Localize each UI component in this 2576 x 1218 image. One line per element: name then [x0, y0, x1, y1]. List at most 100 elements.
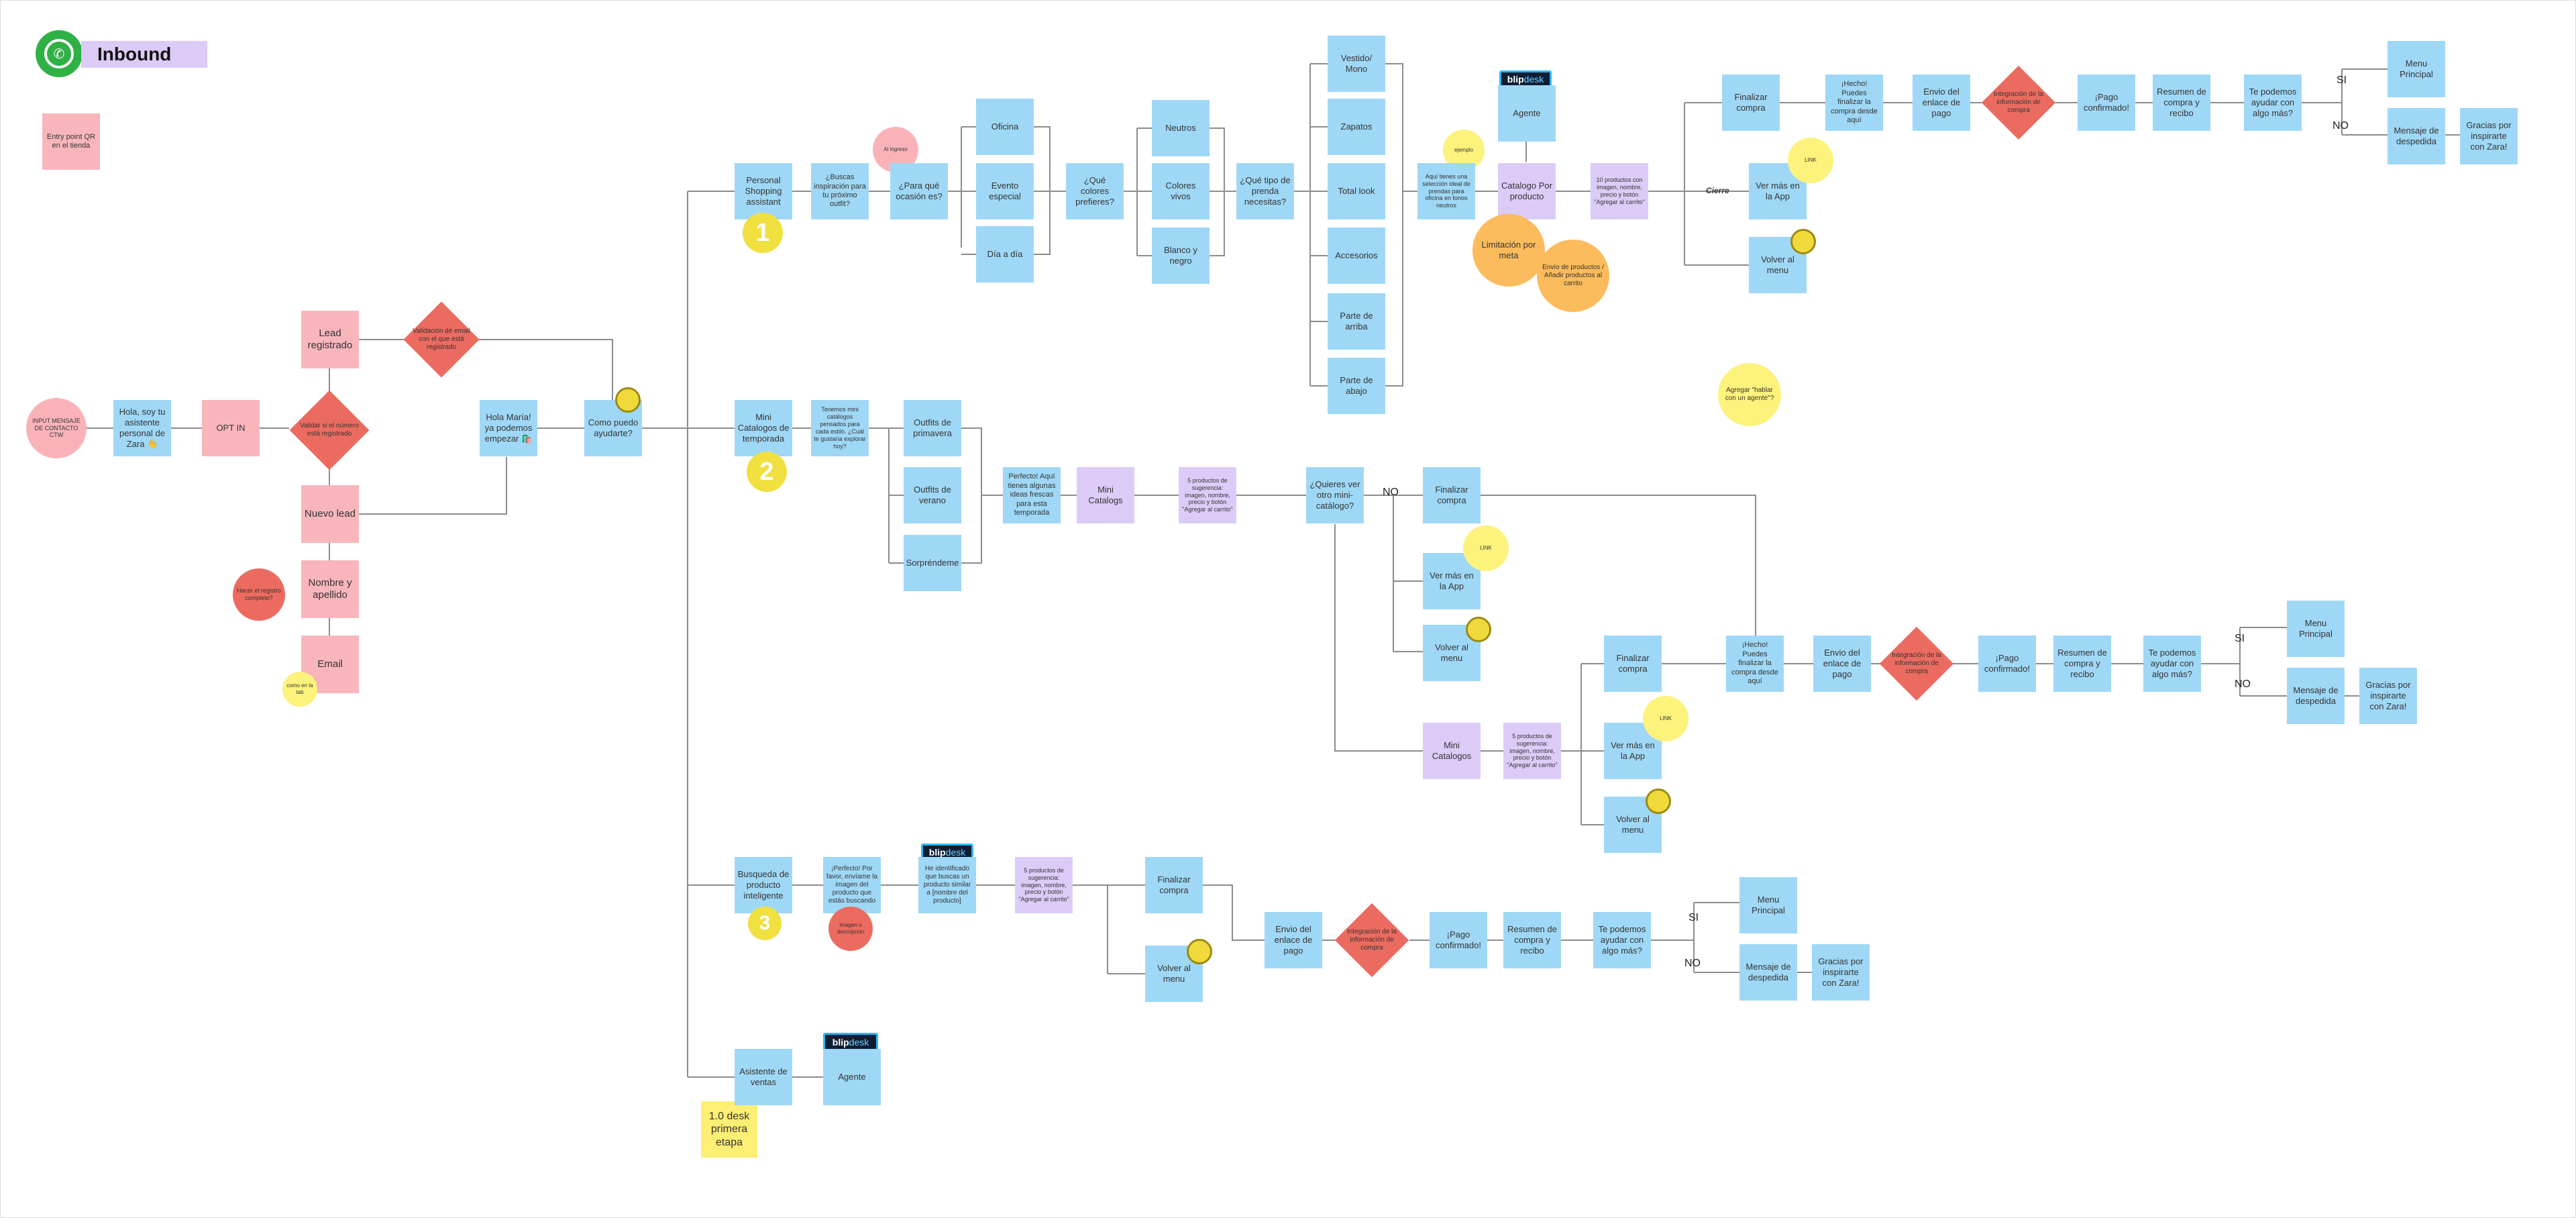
parte-abajo-option[interactable]: Parte de abajo — [1328, 358, 1385, 414]
mini-catalogos-temporada-step: Mini Catalogos de temporada — [735, 400, 792, 456]
productos-sugerencia-step: 5 productos de sugerencia: imagen, nombr… — [1015, 857, 1073, 913]
accesorios-option[interactable]: Accesorios — [1328, 227, 1385, 284]
agente-step: Agente — [823, 1049, 881, 1105]
zapatos-option[interactable]: Zapatos — [1328, 99, 1385, 155]
parte-arriba-option[interactable]: Parte de arriba — [1328, 293, 1385, 350]
evento-especial-option[interactable]: Evento especial — [976, 163, 1034, 219]
mensaje-despedida-step: Mensaje de despedida — [2387, 108, 2445, 164]
perfecto-aqui-step: Perfecto! Aquí tienes algunas ideas fres… — [1003, 467, 1061, 523]
te-podemos-ayudar-step: Te podemos ayudar con algo más? — [2143, 636, 2201, 692]
colores-vivos-option[interactable]: Colores vivos — [1152, 163, 1210, 219]
finalizar-compra-step[interactable]: Finalizar compra — [1423, 467, 1481, 523]
resumen-compra-step: Resumen de compra y recibo — [1503, 912, 1561, 968]
busqueda-inteligente-step: Busqueda de producto inteligente — [735, 857, 792, 913]
dia-a-dia-option[interactable]: Día a día — [976, 226, 1034, 283]
status-badge — [1646, 789, 1671, 814]
mensaje-despedida-step: Mensaje de despedida — [2287, 668, 2345, 724]
status-badge — [615, 387, 641, 413]
gracias-zara-step: Gracias por inspirarte con Zara! — [1812, 944, 1870, 1001]
desk-stage-note: 1.0 desk primera etapa — [701, 1101, 757, 1158]
menu-principal-step[interactable]: Menu Principal — [2287, 601, 2345, 657]
si-label: SI — [1688, 912, 1699, 923]
no-label: NO — [1684, 958, 1701, 969]
he-identificado-step: He identificado que buscas un producto s… — [918, 857, 976, 913]
no-label: NO — [2332, 120, 2349, 132]
te-podemos-ayudar-step: Te podemos ayudar con algo más? — [1593, 912, 1651, 968]
si-label: SI — [2337, 74, 2347, 86]
menu-principal-step[interactable]: Menu Principal — [1739, 877, 1797, 933]
mini-catalogs-step: Mini Catalogs — [1077, 467, 1134, 523]
hola-asistente-step: Hola, soy tu asistente personal de Zara … — [113, 400, 171, 456]
validacion-email-decision: Validación de email con el que está regi… — [403, 301, 480, 378]
mensaje-despedida-step: Mensaje de despedida — [1739, 944, 1797, 1001]
oficina-option[interactable]: Oficina — [976, 99, 1034, 155]
tenemos-mini-step: Tenemos mini catálogos pensados para cad… — [811, 400, 869, 456]
outfits-primavera-option[interactable]: Outfits de primavera — [904, 400, 961, 456]
link-note: LINK — [1788, 138, 1833, 183]
blanco-negro-option[interactable]: Blanco y negro — [1152, 227, 1210, 284]
pago-confirmado-step: ¡Pago confirmado! — [1430, 912, 1487, 968]
para-que-ocasion-step: ¿Para qué ocasión es? — [890, 163, 948, 219]
input-message-node: INPUT MENSAJE DE CONTACTO CTW — [26, 398, 87, 458]
si-label: SI — [2235, 633, 2245, 644]
page-title: Inbound — [81, 41, 207, 68]
no-label: NO — [2235, 678, 2251, 690]
status-badge — [1466, 617, 1491, 642]
vestido-mono-option[interactable]: Vestido/ Mono — [1328, 36, 1385, 92]
gracias-zara-step: Gracias por inspirarte con Zara! — [2460, 108, 2518, 164]
perfecto-favor-step: ¡Perfecto! Por favor, envíame la imagen … — [823, 857, 881, 913]
como-en-la-tab-note: como en la tab — [282, 672, 317, 707]
catalogo-producto-step: Catalogo Por producto — [1498, 163, 1556, 219]
link-note: LINK — [1463, 525, 1509, 571]
menu-principal-step[interactable]: Menu Principal — [2387, 41, 2445, 97]
te-podemos-ayudar-step: Te podemos ayudar con algo más? — [2244, 74, 2302, 131]
lead-registrado-step: Lead registrado — [301, 311, 359, 368]
branch-number-three: 3 — [748, 907, 782, 940]
productos-imagen-step: 10 productos con imagen, nombre, precio … — [1591, 163, 1648, 219]
branch-number-one: 1 — [743, 213, 783, 253]
status-badge — [1187, 939, 1212, 964]
buscas-inspiracion-step: ¿Buscas inspiración para tu próximo outf… — [811, 163, 869, 219]
finalizar-compra-step[interactable]: Finalizar compra — [1722, 74, 1780, 131]
personal-shopping-step: Personal Shopping assistant — [735, 163, 792, 219]
whatsapp-icon: ✆ — [36, 30, 83, 77]
integracion-decision: Integración de la información de compra — [1981, 65, 2056, 140]
pago-confirmado-step: ¡Pago confirmado! — [1978, 636, 2036, 692]
limitacion-meta-note: Limitación por meta — [1472, 214, 1545, 287]
integracion-decision: Integración de la información de compra — [1334, 903, 1409, 978]
agente-step: Agente — [1498, 85, 1556, 142]
gracias-zara-step: Gracias por inspirarte con Zara! — [2359, 668, 2417, 724]
outfits-verano-option[interactable]: Outfits de verano — [904, 467, 961, 523]
integracion-decision: Integración de la información de compra — [1879, 626, 1954, 701]
hablar-agente-note: Agregar "hablar con un agente"? — [1718, 363, 1781, 426]
envio-enlace-step: Envio del enlace de pago — [1913, 74, 1970, 131]
branch-number-two: 2 — [747, 452, 787, 492]
neutros-option[interactable]: Neutros — [1152, 100, 1210, 156]
productos-sugerencia-step: 5 productos de sugerencia: imagen, nombr… — [1179, 467, 1236, 523]
sorprendeme-option[interactable]: Sorpréndeme — [904, 535, 961, 591]
hecho-finalizar-step: ¡Hecho! Puedes finalizar la compra desde… — [1726, 636, 1784, 692]
entry-point-note: Entry point QR en el tienda — [42, 113, 100, 170]
hecho-finalizar-step: ¡Hecho! Puedes finalizar la compra desde… — [1825, 74, 1883, 131]
resumen-compra-step: Resumen de compra y recibo — [2053, 636, 2111, 692]
total-look-option[interactable]: Total look — [1328, 163, 1385, 219]
resumen-compra-step: Resumen de compra y recibo — [2153, 74, 2210, 131]
nuevo-lead-step: Nuevo lead — [301, 485, 359, 543]
finalizar-compra-step[interactable]: Finalizar compra — [1604, 636, 1662, 692]
asistente-ventas-step: Asistente de ventas — [735, 1049, 792, 1105]
validar-numero-decision: Validar si el número está registrado — [289, 390, 370, 470]
que-tipo-prenda-step: ¿Qué tipo de prenda necesitas? — [1236, 163, 1294, 219]
finalizar-compra-step[interactable]: Finalizar compra — [1145, 857, 1203, 913]
imagen-descripcion-note: Imagen o descripción — [828, 907, 873, 951]
productos-sugerencia-step: 5 productos de sugerencia: imagen, nombr… — [1503, 723, 1561, 779]
opt-in-step: OPT IN — [202, 400, 260, 456]
hola-maria-step: Hola María! ya podemos empezar 🛍️ — [480, 400, 537, 456]
que-colores-step: ¿Qué colores prefieres? — [1066, 163, 1124, 219]
mini-catalogos-step: Mini Catalogos — [1423, 723, 1481, 779]
registro-completo-note: Hacer el registro completo? — [233, 568, 285, 621]
link-note: LINK — [1643, 696, 1688, 742]
nombre-apellido-step: Nombre y apellido — [301, 560, 359, 618]
